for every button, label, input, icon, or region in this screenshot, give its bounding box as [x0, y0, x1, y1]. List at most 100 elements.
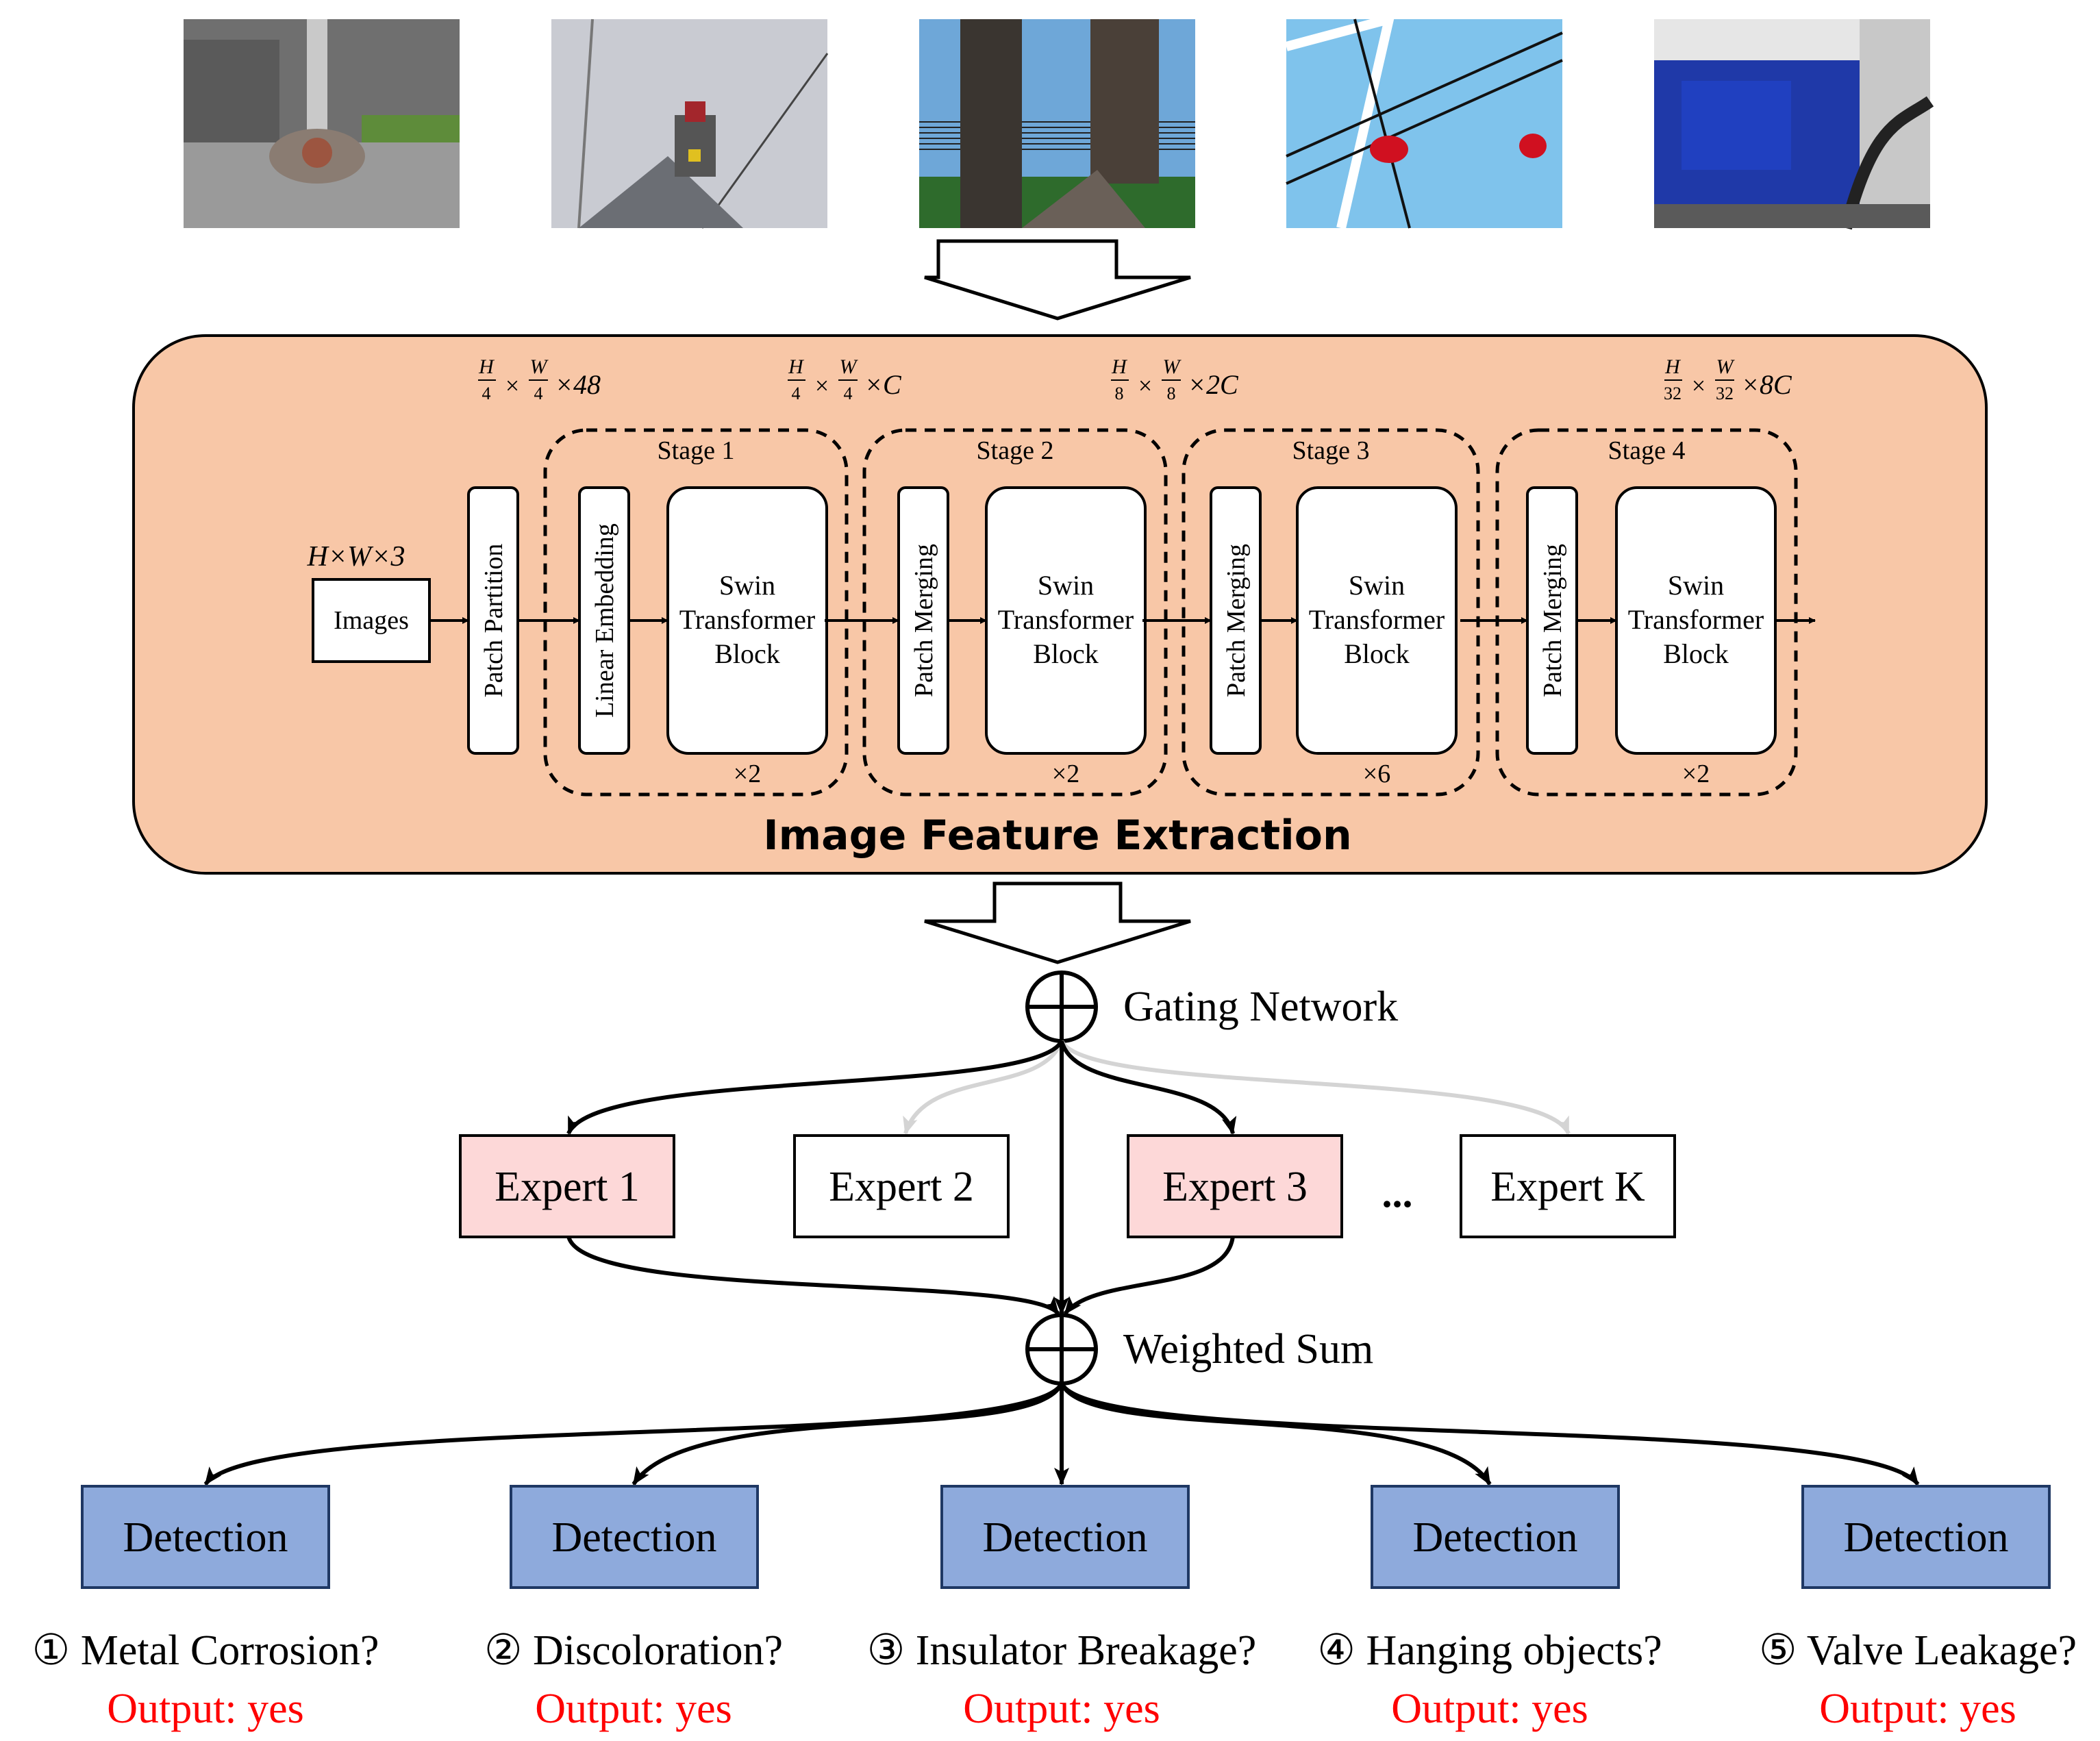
panel-title: Image Feature Extraction	[763, 812, 1351, 860]
weighted-sum-node	[1025, 1313, 1098, 1386]
down-arrow-icon	[924, 239, 1191, 321]
svg-text:×: ×	[505, 372, 519, 399]
svg-text:4: 4	[844, 384, 853, 403]
stage-repeat: ×2	[1682, 760, 1710, 788]
detection-label: Detection	[1412, 1514, 1577, 1561]
detection-label: Detection	[982, 1514, 1147, 1561]
expert-label: Expert K	[1490, 1164, 1645, 1210]
dim-label-8c: H 32 × W 32 ×8C	[1664, 355, 1792, 403]
dim-label-48: H 4 × W 4 ×48	[478, 355, 601, 403]
insulator-breakage-photo	[919, 19, 1195, 228]
svg-text:W: W	[1716, 355, 1736, 378]
svg-text:8: 8	[1115, 384, 1124, 403]
gate-arrow-expert-1	[566, 1040, 1064, 1135]
stage-repeat: ×2	[1052, 760, 1079, 788]
expert-4: Expert K	[1460, 1134, 1676, 1238]
metal-corrosion-photo	[184, 19, 460, 228]
svg-text:×8C: ×8C	[1741, 369, 1792, 400]
patch-partition-label: Patch Partition	[479, 544, 508, 698]
sum-to-detection-4	[1060, 1382, 1492, 1486]
input-dimension: H×W×3	[306, 541, 405, 573]
question-text: ④ Hanging objects?	[1317, 1627, 1662, 1674]
svg-text:32: 32	[1664, 384, 1682, 403]
svg-text:4: 4	[482, 384, 491, 403]
svg-text:8: 8	[1167, 384, 1176, 403]
swin-block-label: Block	[714, 638, 780, 669]
sum-to-detection-1	[203, 1382, 1064, 1486]
gating-label: Gating Network	[1123, 984, 1398, 1030]
swin-block-label: Block	[1663, 638, 1729, 669]
swin-block-label: Transformer	[998, 604, 1134, 635]
output-text: Output: yes	[963, 1686, 1160, 1732]
sum-to-detection-5	[1060, 1382, 1920, 1486]
input-photos	[184, 12, 1934, 230]
stage-entry-label: Patch Merging	[1222, 544, 1251, 697]
images-box	[312, 578, 431, 663]
swin-block-label: Block	[1033, 638, 1099, 669]
expert-1-to-sum	[566, 1236, 1060, 1316]
svg-text:H: H	[1664, 355, 1682, 378]
svg-text:W: W	[530, 355, 549, 378]
weighted-sum-label: Weighted Sum	[1123, 1326, 1373, 1373]
gate-arrow-expert-2	[903, 1040, 1064, 1135]
svg-text:H: H	[788, 355, 805, 378]
svg-text:W: W	[1163, 355, 1182, 378]
experts-ellipsis: ...	[1382, 1170, 1413, 1216]
hanging-objects-photo	[1285, 12, 1563, 229]
stage-repeat: ×2	[734, 760, 761, 788]
swin-block-label: Swin	[719, 570, 775, 601]
swin-block-box	[1296, 486, 1458, 755]
expert-2: Expert 2	[793, 1134, 1010, 1238]
dim-label-c: H4×W4×C	[788, 355, 902, 403]
svg-text:32: 32	[1716, 384, 1734, 403]
stage-entry-label: Linear Embedding	[590, 523, 619, 718]
gating-node	[1025, 970, 1098, 1043]
svg-text:H: H	[478, 355, 495, 378]
question-text: ① Metal Corrosion?	[32, 1627, 379, 1674]
stage-label: Stage 3	[1292, 436, 1370, 465]
stage-label: Stage 4	[1608, 436, 1686, 465]
detection-label: Detection	[123, 1514, 288, 1561]
stage-label: Stage 1	[658, 436, 735, 465]
output-text: Output: yes	[1391, 1686, 1588, 1732]
dim-label-2c: H 8 × W 8 ×2C	[1111, 355, 1239, 403]
svg-text:4: 4	[534, 384, 543, 403]
swin-block-label: Transformer	[679, 604, 816, 635]
swin-block-label: Transformer	[1628, 604, 1764, 635]
expert-label: Expert 3	[1162, 1164, 1308, 1210]
swin-block-label: Block	[1344, 638, 1410, 669]
output-text: Output: yes	[107, 1686, 304, 1732]
question-text: ② Discoloration?	[484, 1627, 783, 1674]
gate-arrow-expert-3	[1060, 1040, 1237, 1135]
question-text: ⑤ Valve Leakage?	[1759, 1627, 2077, 1674]
expert-3-to-sum	[1063, 1236, 1235, 1315]
down-arrow-icon	[924, 881, 1191, 964]
expert-1: Expert 1	[459, 1134, 675, 1238]
output-text: Output: yes	[1819, 1686, 2016, 1732]
svg-text:×: ×	[815, 372, 829, 399]
stage-entry-label: Patch Merging	[910, 544, 938, 697]
svg-text:×48: ×48	[555, 369, 601, 400]
images-label: Images	[334, 606, 409, 635]
svg-text:×: ×	[1692, 372, 1705, 399]
swin-block-label: Swin	[1349, 570, 1405, 601]
svg-text:×C: ×C	[864, 369, 902, 400]
svg-text:×2C: ×2C	[1188, 369, 1239, 400]
svg-text:×: ×	[1138, 372, 1152, 399]
detection-4: Detection ④ Hanging objects? Output: yes	[1317, 1485, 1662, 1732]
stage-label: Stage 2	[977, 436, 1054, 465]
stage-entry-label: Patch Merging	[1538, 544, 1567, 697]
expert-label: Expert 2	[829, 1164, 974, 1210]
svg-text:H: H	[1111, 355, 1128, 378]
sum-to-detection-2	[632, 1382, 1064, 1486]
svg-text:4: 4	[792, 384, 801, 403]
